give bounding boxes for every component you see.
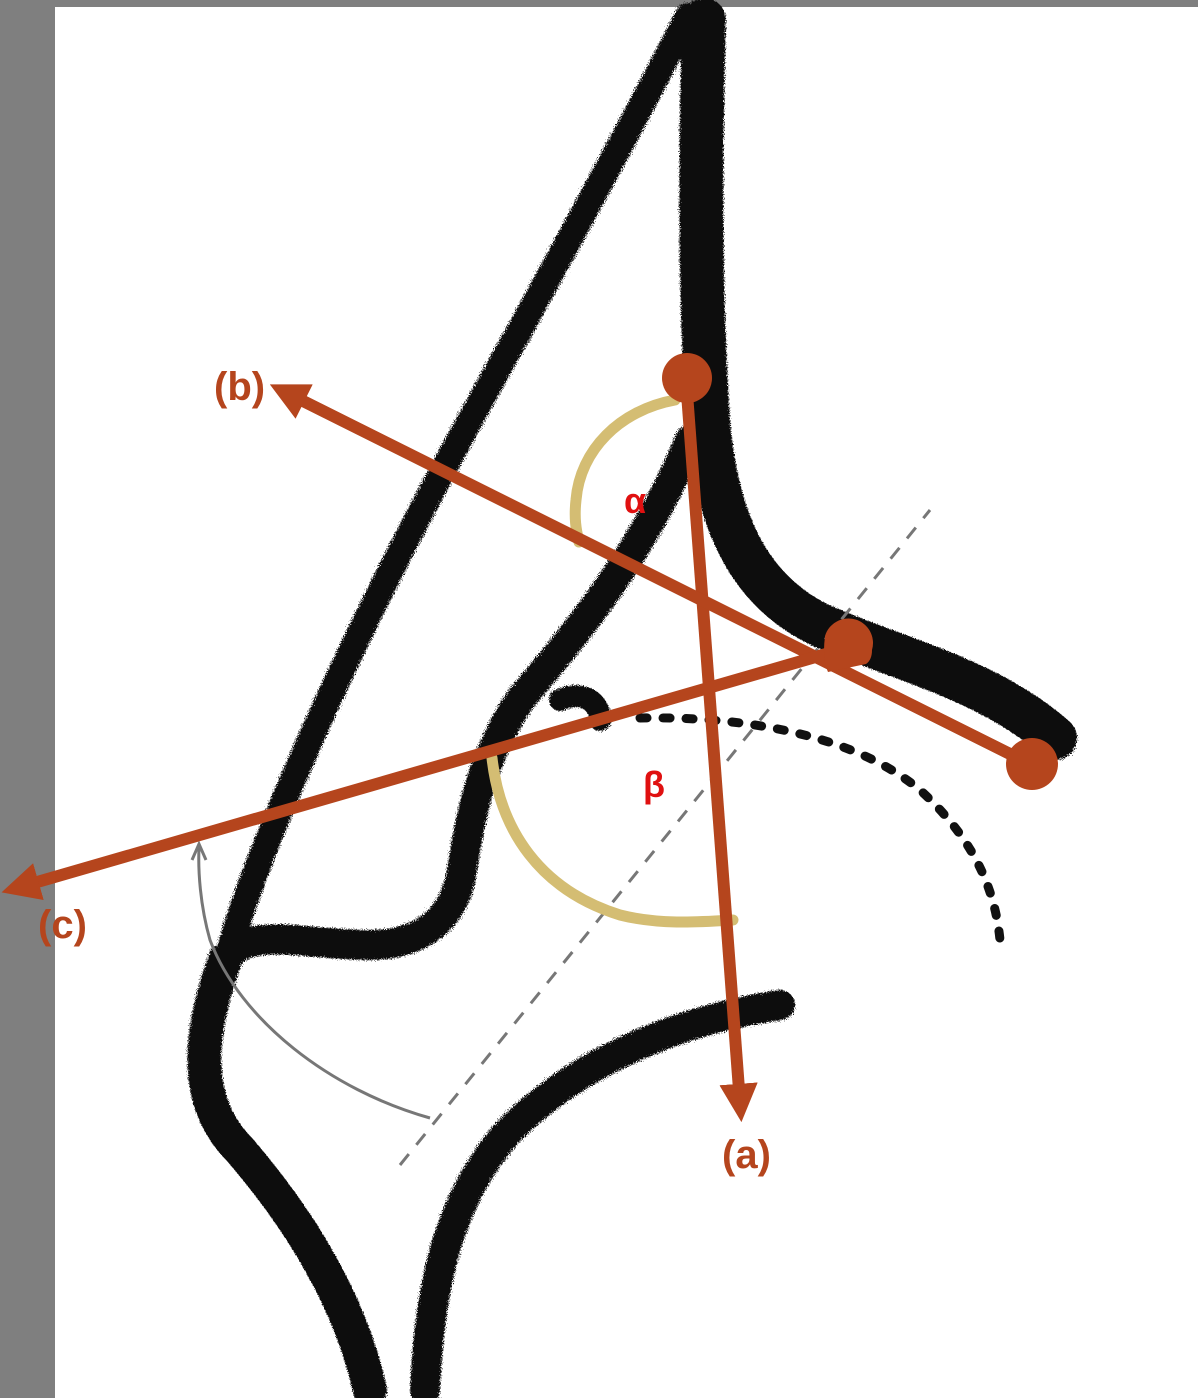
alpha-angle-arc bbox=[569, 394, 681, 548]
sketch-lower-curve bbox=[410, 990, 795, 1398]
axis-c-line bbox=[1, 641, 852, 901]
axis-a-endpoint bbox=[662, 353, 712, 403]
sketch-lower-loop bbox=[187, 943, 387, 1398]
top-frame-border bbox=[0, 0, 1198, 7]
axis-b-endpoint bbox=[1006, 738, 1058, 790]
axis-b-line bbox=[269, 384, 1033, 770]
sketch-upper-left-stroke bbox=[209, 3, 701, 993]
axis-c-endpoint bbox=[824, 618, 874, 672]
curved-guide-arrowhead-icon bbox=[190, 840, 208, 861]
ink-sketch bbox=[187, 0, 1077, 1398]
left-frame-border bbox=[0, 0, 55, 1398]
sketch-inner-stroke bbox=[210, 425, 705, 975]
axis-a-line bbox=[680, 379, 758, 1123]
dotted-ink-arc bbox=[635, 713, 1005, 945]
axis-c-label: (c) bbox=[38, 903, 87, 947]
beta-angle-arc bbox=[486, 752, 739, 928]
axis-a-label: (a) bbox=[722, 1133, 771, 1177]
beta-label: β bbox=[643, 764, 665, 805]
alpha-label: α bbox=[624, 480, 646, 521]
sketch-upper-right-stroke bbox=[679, 0, 1077, 760]
dashed-reference-line bbox=[398, 509, 932, 1166]
curved-guide-arrow bbox=[197, 847, 431, 1120]
axis-b-label: (b) bbox=[214, 365, 265, 409]
